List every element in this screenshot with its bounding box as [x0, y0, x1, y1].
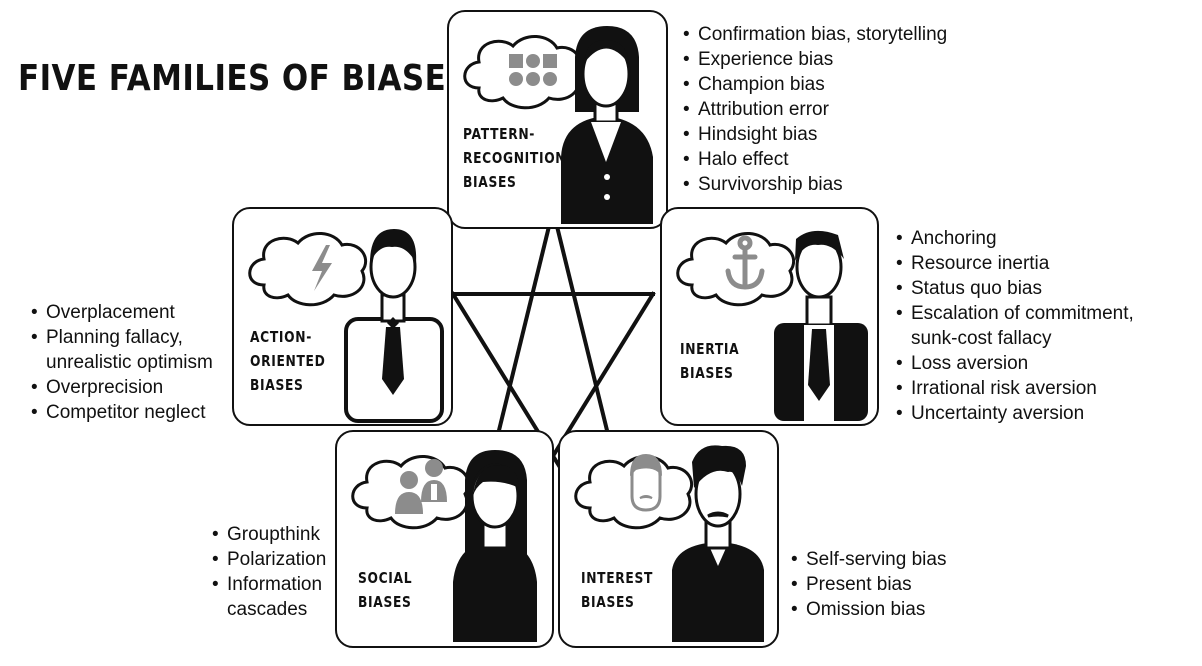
bias-item: Polarization: [212, 547, 326, 572]
bias-item: Omission bias: [791, 597, 946, 622]
bias-item: Planning fallacy,: [31, 325, 213, 350]
people-group-icon: [395, 459, 447, 514]
label-line: ORIENTED: [250, 352, 326, 370]
bias-item: Irrational risk aversion: [896, 376, 1134, 401]
thought-cloud: [463, 35, 583, 110]
bias-item: Champion bias: [683, 72, 947, 97]
social-illustration: [351, 450, 537, 642]
panel-label-action-oriented: ACTION- ORIENTED BIASES: [250, 325, 325, 397]
bias-item: Competitor neglect: [31, 400, 213, 425]
bias-item: Uncertainty aversion: [896, 401, 1134, 426]
bias-item: Experience bias: [683, 47, 947, 72]
label-line: SOCIAL: [358, 569, 413, 587]
panel-label-pattern-recognition: PATTERN- RECOGNITION BIASES: [463, 122, 566, 194]
person-man-icon: [672, 445, 764, 642]
bias-item: Hindsight bias: [683, 122, 947, 147]
bias-item: cascades: [227, 599, 308, 620]
lightning-icon: [312, 245, 332, 291]
interest-illustration: [574, 445, 764, 642]
bias-item: Anchoring: [896, 226, 1134, 251]
bias-list-inertia: Anchoring Resource inertia Status quo bi…: [896, 226, 1134, 426]
panel-label-interest: INTEREST BIASES: [581, 566, 653, 614]
bias-item: Overplacement: [31, 300, 213, 325]
panel-interest: INTEREST BIASES: [558, 430, 779, 648]
label-line: RECOGNITION: [463, 149, 567, 167]
panel-label-social: SOCIAL BIASES: [358, 566, 412, 614]
anchor-icon: [725, 235, 765, 290]
action-oriented-illustration: [248, 229, 444, 423]
label-line: BIASES: [463, 173, 517, 191]
bias-list-pattern-recognition: Confirmation bias, storytelling Experien…: [683, 22, 947, 197]
bias-item: Attribution error: [683, 97, 947, 122]
person-man-icon: [774, 230, 868, 421]
bias-item: Loss aversion: [896, 351, 1134, 376]
pattern-recognition-illustration: [463, 26, 653, 224]
bias-item: Halo effect: [683, 147, 947, 172]
person-woman-icon: [561, 26, 653, 224]
face-icon: [630, 454, 662, 512]
bias-item: Survivorship bias: [683, 172, 947, 197]
person-man-icon: [344, 229, 444, 423]
panel-action-oriented: ACTION- ORIENTED BIASES: [232, 207, 453, 426]
shapes-grid-icon: [509, 54, 557, 86]
bias-item: Overprecision: [31, 375, 213, 400]
inertia-illustration: [676, 230, 868, 421]
panel-social: SOCIAL BIASES: [335, 430, 554, 648]
label-line: INTEREST: [581, 569, 654, 587]
person-woman-icon: [453, 450, 537, 642]
label-line: BIASES: [680, 364, 734, 382]
bias-item: sunk-cost fallacy: [911, 328, 1052, 349]
bias-item: Groupthink: [212, 522, 326, 547]
thought-cloud: [248, 232, 368, 307]
bias-item: Escalation of commitment,: [896, 301, 1134, 326]
label-line: BIASES: [581, 593, 635, 611]
panel-label-inertia: INERTIA BIASES: [680, 337, 739, 385]
label-line: PATTERN-: [463, 125, 536, 143]
bias-list-interest: Self-serving bias Present bias Omission …: [791, 547, 946, 622]
page-title: FIVE FAMILIES OF BIASES: [18, 58, 469, 99]
bias-item: unrealistic optimism: [46, 352, 213, 373]
label-line: INERTIA: [680, 340, 740, 358]
thought-cloud: [676, 232, 796, 307]
panel-inertia: INERTIA BIASES: [660, 207, 879, 426]
bias-item: Self-serving bias: [791, 547, 946, 572]
bias-item: Resource inertia: [896, 251, 1134, 276]
panel-pattern-recognition: PATTERN- RECOGNITION BIASES: [447, 10, 668, 229]
bias-item: Confirmation bias, storytelling: [683, 22, 947, 47]
bias-item: Present bias: [791, 572, 946, 597]
bias-item: Status quo bias: [896, 276, 1134, 301]
bias-list-social: Groupthink Polarization Information casc…: [212, 522, 326, 622]
label-line: BIASES: [358, 593, 412, 611]
label-line: ACTION-: [250, 328, 312, 346]
label-line: BIASES: [250, 376, 304, 394]
bias-list-action-oriented: Overplacement Planning fallacy, unrealis…: [31, 300, 213, 425]
bias-item: Information: [212, 572, 326, 597]
